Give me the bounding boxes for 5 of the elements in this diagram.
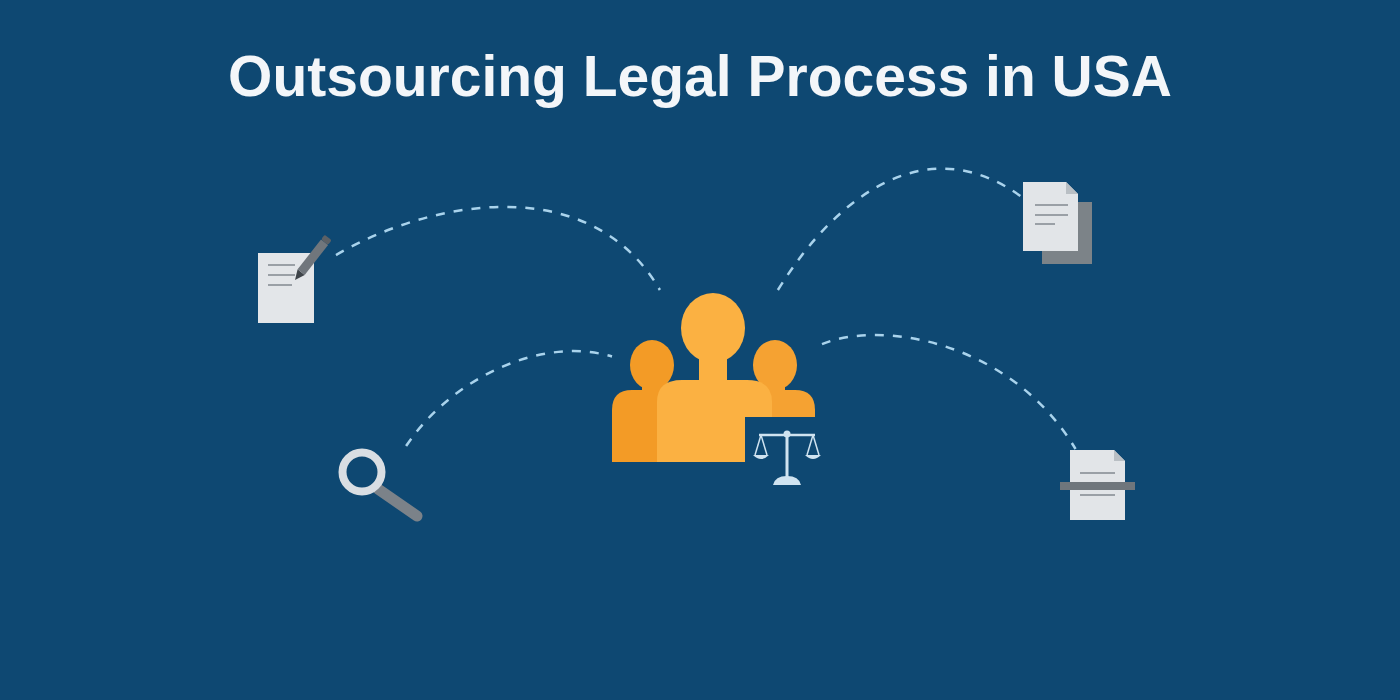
dashed-connector	[776, 167, 1023, 291]
dashed-connector	[335, 205, 661, 291]
dashed-connector	[405, 349, 613, 447]
title: Outsourcing Legal Process in USA	[227, 43, 1173, 110]
dashed-connector	[821, 333, 1077, 450]
